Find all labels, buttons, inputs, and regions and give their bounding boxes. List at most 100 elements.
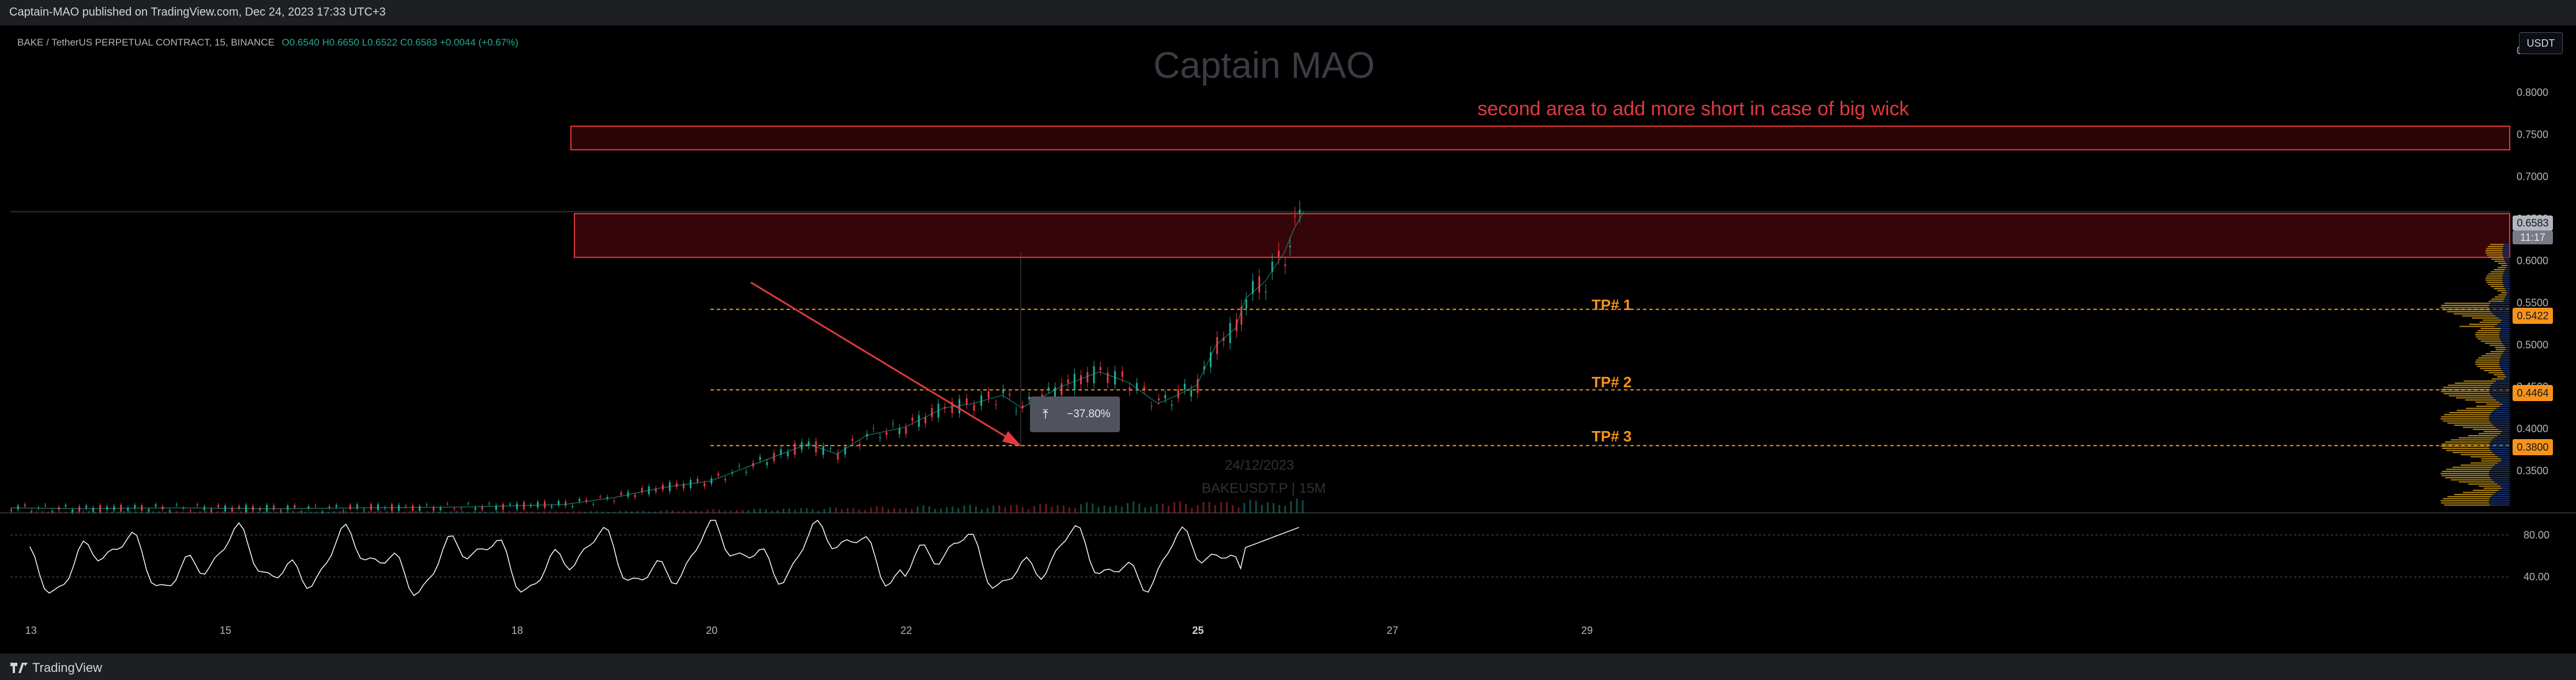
volume-bar xyxy=(1109,506,1111,513)
volume-profile-bar xyxy=(2496,349,2506,350)
volume-profile-bar xyxy=(2487,254,2503,256)
volume-profile-bar xyxy=(2506,290,2510,292)
y-tick-label: 0.3500 xyxy=(2517,465,2548,477)
volume-profile-bar xyxy=(2502,275,2510,277)
candle-body xyxy=(851,439,853,441)
volume-profile-bar xyxy=(2492,479,2510,481)
volume-profile-bar xyxy=(2491,496,2510,497)
volume-bar xyxy=(415,511,417,513)
volume-bar xyxy=(444,512,446,513)
volume-profile-bar xyxy=(2441,443,2489,445)
watermark-symbol: BAKEUSDT.P | 15M xyxy=(1202,481,1326,496)
tradingview-logo[interactable]: TradingView xyxy=(10,660,102,675)
volume-bar xyxy=(53,511,55,513)
symbol-legend: BAKE / TetherUS PERPETUAL CONTRACT, 15, … xyxy=(17,37,518,48)
volume-bar xyxy=(1021,507,1024,513)
candle-body xyxy=(287,505,289,511)
volume-profile-bar xyxy=(2453,313,2493,315)
candle-body xyxy=(377,504,379,510)
volume-profile-bar xyxy=(2475,401,2500,403)
volume-profile-bar xyxy=(2502,370,2510,372)
volume-bar xyxy=(1097,507,1100,513)
volume-profile-bar xyxy=(2470,462,2498,464)
candle-body xyxy=(134,505,136,509)
candle-body xyxy=(879,437,881,439)
candle-body xyxy=(1121,371,1123,377)
candle-body xyxy=(1129,387,1131,391)
volume-profile-bar xyxy=(2505,296,2510,298)
volume-profile-bar xyxy=(2484,370,2502,372)
short-arrow-line xyxy=(750,281,1020,446)
volume-bar xyxy=(1068,507,1070,513)
tradingview-brand: TradingView xyxy=(32,660,103,675)
volume-bar xyxy=(438,512,441,513)
volume-profile-bar xyxy=(2480,368,2501,369)
volume-bar xyxy=(1302,500,1304,513)
candle-body xyxy=(1164,395,1167,399)
volume-bar xyxy=(1296,498,1298,513)
volume-bar xyxy=(648,511,650,513)
volume-bar xyxy=(339,511,341,513)
candle-body xyxy=(759,457,761,460)
volume-bar xyxy=(1150,507,1152,513)
tp2-label[interactable]: TP# 2 xyxy=(1592,373,1632,391)
volume-profile-bar xyxy=(2489,500,2510,502)
volume-bar xyxy=(905,508,907,513)
y-tick-label: 0.7500 xyxy=(2517,129,2548,141)
candle-body xyxy=(822,445,825,455)
volume-profile-bar xyxy=(2446,469,2491,470)
candle-body xyxy=(1067,379,1069,383)
volume-bar xyxy=(35,511,37,513)
volume-profile-bar xyxy=(2494,326,2510,327)
tp1-label[interactable]: TP# 1 xyxy=(1592,296,1632,313)
volume-bar xyxy=(158,511,160,513)
volume-bar xyxy=(152,511,155,513)
volume-bar xyxy=(811,509,814,513)
volume-bar xyxy=(129,511,131,513)
candle-body xyxy=(1093,366,1095,383)
volume-profile-bar xyxy=(2502,250,2510,252)
volume-bar xyxy=(175,511,178,513)
volume-bar xyxy=(456,511,458,513)
candle-body xyxy=(571,506,574,507)
volume-profile-bar xyxy=(2499,336,2510,338)
candle-body xyxy=(175,504,178,505)
candle-body xyxy=(844,447,847,455)
currency-button[interactable]: USDT xyxy=(2519,32,2563,54)
volume-bar xyxy=(1115,505,1117,513)
volume-profile-bar xyxy=(2477,330,2500,331)
candle-body xyxy=(502,504,504,510)
chart-area[interactable]: 0.35000.40000.45000.50000.55000.60000.65… xyxy=(0,25,2576,653)
candle-body xyxy=(1223,337,1225,341)
volume-bar xyxy=(508,511,510,513)
candle-body xyxy=(210,509,212,512)
volume-bar xyxy=(975,506,977,513)
volume-bar xyxy=(531,511,533,513)
volume-bar xyxy=(835,507,837,513)
volume-bar xyxy=(747,510,750,513)
chart-canvas[interactable]: 0.35000.40000.45000.50000.55000.60000.65… xyxy=(0,25,2576,653)
volume-profile-bar xyxy=(2488,245,2503,247)
volume-bar xyxy=(397,512,400,513)
volume-bar xyxy=(847,508,849,513)
volume-profile-bar xyxy=(2489,304,2510,306)
tp3-label[interactable]: TP# 3 xyxy=(1592,428,1632,445)
volume-profile-bar xyxy=(2454,424,2494,426)
candle-body xyxy=(1197,379,1199,393)
second-area-annotation[interactable]: second area to add more short in case of… xyxy=(1477,98,1909,120)
volume-profile-bar xyxy=(2464,380,2496,382)
volume-profile-bar xyxy=(2497,483,2510,485)
volume-bar xyxy=(123,511,125,513)
volume-bar xyxy=(420,511,423,513)
candle-body xyxy=(474,507,476,510)
volume-profile-bar xyxy=(2490,441,2510,443)
volume-bar xyxy=(1080,504,1082,513)
volume-profile-bar xyxy=(2442,498,2490,500)
candle-body xyxy=(127,508,129,511)
measure-label[interactable]: ⤒ −37.80% xyxy=(1030,396,1120,432)
candle-body xyxy=(1203,366,1205,370)
volume-bar xyxy=(1092,503,1094,513)
candle-body xyxy=(1177,390,1179,398)
volume-bar xyxy=(998,505,1001,513)
volume-profile-bar xyxy=(2483,430,2502,432)
